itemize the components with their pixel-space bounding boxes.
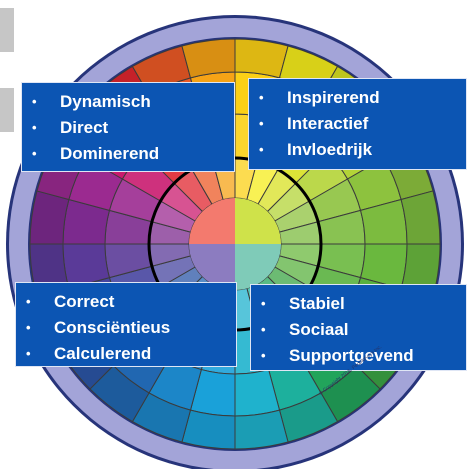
- trait-item: •Interactief: [259, 111, 458, 137]
- quadrant-box-bottom-right: •Stabiel •Sociaal •Supportgevend: [250, 284, 467, 371]
- bullet-icon: •: [261, 322, 266, 337]
- bullet-icon: •: [259, 116, 264, 131]
- trait-item: •Invloedrijk: [259, 137, 458, 163]
- bullet-icon: •: [259, 90, 264, 105]
- bullet-icon: •: [261, 348, 266, 363]
- bullet-icon: •: [26, 294, 31, 309]
- quadrant-box-top-right: •Inspirerend •Interactief •Invloedrijk: [248, 78, 467, 170]
- left-edge-tab: [0, 8, 14, 52]
- center-quadrant: [189, 244, 235, 290]
- bullet-icon: •: [26, 346, 31, 361]
- bullet-icon: •: [261, 296, 266, 311]
- trait-item: •Direct: [32, 115, 226, 141]
- bullet-icon: •: [26, 320, 31, 335]
- wheel-segment: [181, 38, 236, 79]
- center-quadrant: [189, 198, 235, 244]
- bullet-icon: •: [32, 146, 37, 161]
- quadrant-box-bottom-left: •Correct •Consciëntieus •Calculerend: [15, 282, 237, 367]
- center-quadrant: [235, 244, 281, 290]
- trait-item: •Calculerend: [26, 341, 228, 367]
- trait-item: •Dominerend: [32, 141, 226, 167]
- trait-item: •Sociaal: [261, 317, 458, 343]
- bullet-icon: •: [32, 120, 37, 135]
- center-quadrant: [235, 198, 281, 244]
- wheel-segment: [234, 409, 289, 450]
- wheel-segment: [400, 190, 441, 245]
- trait-item: •Inspirerend: [259, 85, 458, 111]
- bullet-icon: •: [32, 94, 37, 109]
- wheel-center: [189, 198, 281, 290]
- wheel-segment: [29, 190, 70, 245]
- trait-item: •Correct: [26, 289, 228, 315]
- bullet-icon: •: [259, 142, 264, 157]
- wheel-segment: [181, 409, 236, 450]
- trait-item: •Consciëntieus: [26, 315, 228, 341]
- quadrant-box-top-left: •Dynamisch •Direct •Dominerend: [21, 82, 235, 172]
- trait-item: •Stabiel: [261, 291, 458, 317]
- trait-item: •Supportgevend: [261, 343, 458, 369]
- wheel-segment: [234, 38, 289, 79]
- trait-item: •Dynamisch: [32, 89, 226, 115]
- left-edge-tab: [0, 88, 14, 132]
